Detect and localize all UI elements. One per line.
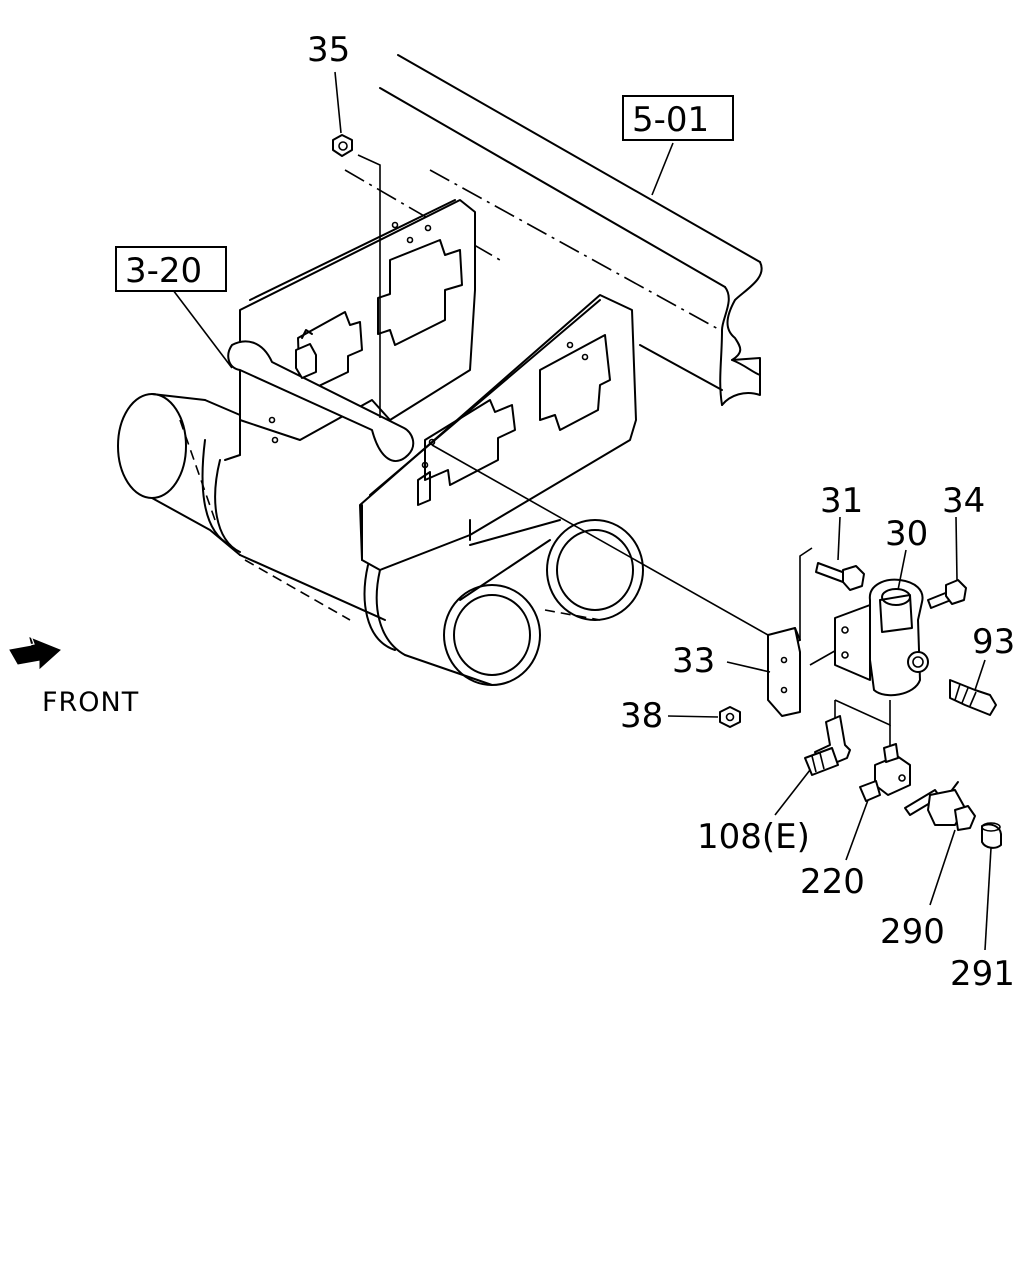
reference-3-20-label: 3-20 [125,251,202,291]
callout-35: 35 [307,30,350,70]
callout-31: 31 [820,481,863,521]
callout-30: 30 [885,514,928,554]
part-30-valve [834,578,929,697]
callout-220: 220 [800,862,865,902]
part-93-fitting [949,679,997,716]
front-direction-arrow-icon [9,635,61,670]
part-108-elbow [804,715,851,776]
front-label: FRONT [42,687,139,718]
callout-290: 290 [880,912,945,952]
part-34-bolt [927,579,967,609]
crossmember-assembly [227,199,637,571]
callout-33: 33 [672,641,715,681]
part-220-tee [859,743,911,802]
callout-leaders [172,71,992,951]
part-35-nut [332,134,353,157]
part-38-nut [719,706,741,728]
reference-5-01: 5-01 [622,95,734,141]
part-31-bolt [815,562,865,591]
callout-108e: 108(E) [697,817,810,857]
callout-34: 34 [942,481,985,521]
part-290-drain-cock [904,781,976,831]
reference-5-01-label: 5-01 [632,100,709,140]
air-tanks [117,393,644,686]
callout-93: 93 [972,622,1015,662]
part-33-bracket [767,627,801,717]
callout-291: 291 [950,954,1015,994]
reference-3-20: 3-20 [115,246,227,292]
part-291-cap [981,822,1002,849]
callout-38: 38 [620,696,663,736]
